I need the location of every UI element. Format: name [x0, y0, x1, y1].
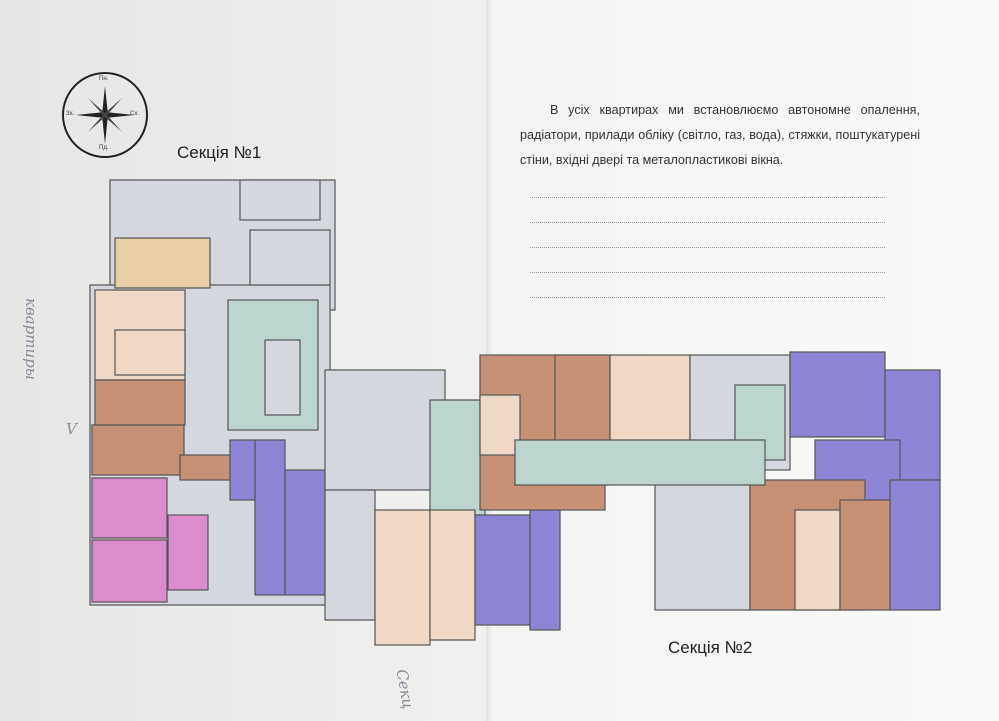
floor-plan-room: [167, 514, 209, 591]
blank-line: [530, 247, 885, 248]
floor-plan-room: [324, 489, 376, 621]
floor-plan-room: [474, 514, 531, 626]
floor-plan-room: [324, 369, 446, 491]
floor-plan-room: [479, 394, 521, 456]
floor-plan-room: [91, 477, 168, 539]
blank-line: [530, 222, 885, 223]
section-2-title: Секція №2: [668, 638, 753, 657]
blank-line: [530, 272, 885, 273]
floor-plan-room: [429, 399, 486, 516]
floor-plan-room: [229, 439, 256, 501]
section-1-title: Секція №1: [177, 143, 262, 162]
handwritten-mark: V: [66, 420, 77, 438]
floor-plan-room: [789, 351, 886, 438]
intro-text: В усіх квартирах ми встановлюємо автоном…: [520, 103, 920, 167]
floor-plan-room: [114, 237, 211, 289]
handwritten-note: квартиры: [21, 298, 40, 380]
floor-plan-room: [794, 509, 841, 611]
floor-plan-room: [94, 379, 186, 426]
floor-plan-room: [249, 229, 331, 286]
floor-plan-room: [91, 424, 185, 476]
floor-plan-room: [254, 439, 286, 596]
floor-plan-room: [284, 469, 326, 596]
compass-west: Зх.: [66, 111, 75, 117]
blank-line: [530, 297, 885, 298]
floor-plan-room: [514, 439, 766, 486]
floor-plan-room: [654, 479, 751, 611]
compass-north: Пн.: [99, 76, 109, 82]
floor-plan-room: [114, 329, 186, 376]
floor-plan-room: [374, 509, 431, 646]
floor-plan-room: [889, 479, 941, 611]
compass-rose-icon: Пн. Пд. Зх. Сх.: [62, 72, 148, 158]
floor-plan-room: [264, 339, 301, 416]
floor-plan-room: [839, 499, 891, 611]
compass-east: Сх.: [130, 111, 139, 117]
compass-south: Пд.: [99, 145, 109, 151]
floor-plan-room: [179, 454, 231, 481]
floor-plan-room: [429, 509, 476, 641]
floor-plan-room: [529, 509, 561, 631]
floor-plan-room: [239, 179, 321, 221]
blank-line: [530, 197, 885, 198]
floor-plan-room: [91, 539, 168, 603]
